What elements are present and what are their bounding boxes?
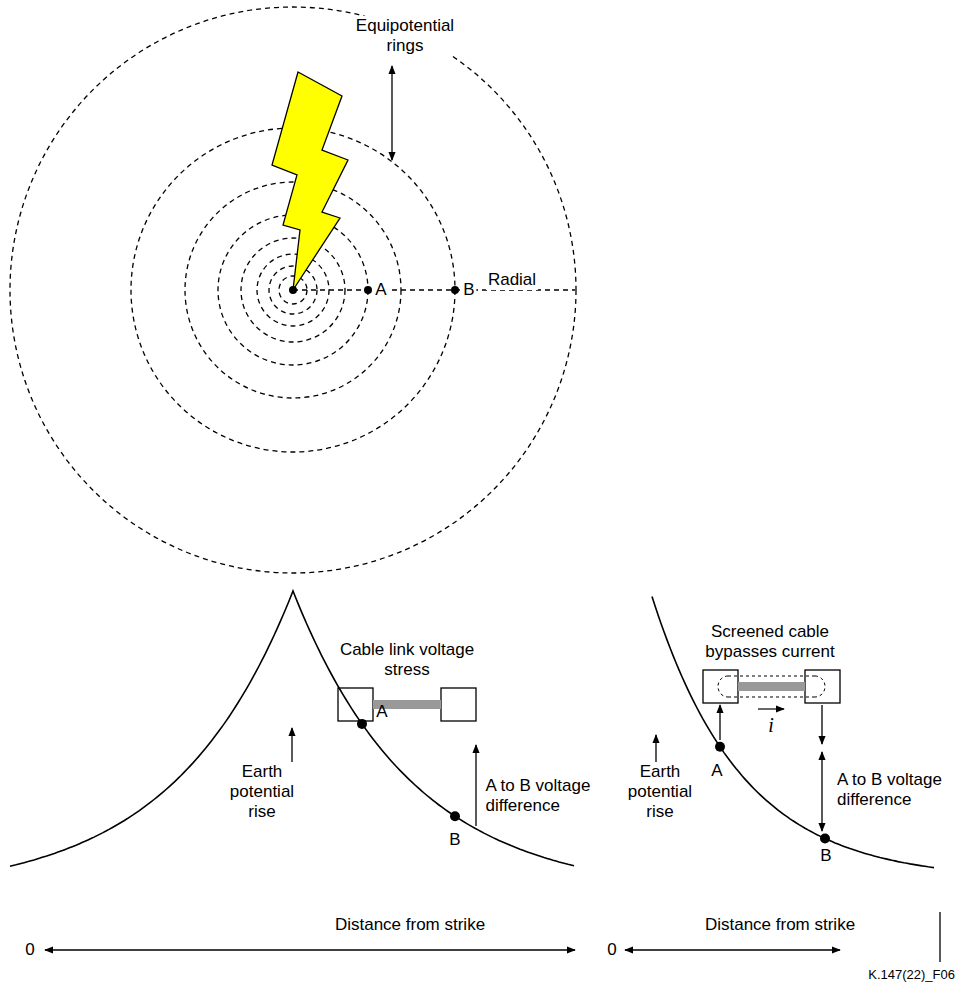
axis-origin: 0 [607, 940, 616, 960]
cable-label: Cable link voltage stress [332, 640, 482, 680]
distance-axis [625, 949, 840, 950]
potential-curve [652, 596, 934, 867]
ring-label: Equipotential rings [343, 16, 467, 56]
equipment-box [441, 688, 476, 721]
point-dot [357, 719, 367, 729]
equipment-box [703, 670, 738, 703]
point-label: A [373, 280, 388, 300]
point-label: A [376, 702, 387, 722]
lightning-bolt [272, 72, 348, 290]
rise-label: Earth potential rise [615, 762, 705, 822]
cable-screen [718, 676, 825, 697]
point-dot [820, 834, 830, 844]
rise-arrow [655, 735, 656, 762]
difference-label: A to B voltage difference [486, 776, 611, 816]
point-label: B [449, 830, 460, 850]
equipment-box [338, 688, 373, 721]
cable [738, 682, 805, 691]
axis-tick [939, 912, 940, 962]
point-dot [715, 742, 725, 752]
axis-label: Distance from strike [335, 915, 485, 935]
equipotential-rings [10, 7, 576, 573]
difference-arrow [475, 745, 476, 826]
point-label: B [461, 280, 476, 300]
rise-label: Earth potential rise [217, 762, 307, 822]
figure-id: K.147(22)_F06 [868, 965, 955, 983]
point-dot [364, 286, 372, 294]
radial-label: Radial [486, 270, 538, 290]
strike-point [289, 286, 297, 294]
point-label: A [711, 761, 722, 781]
point-dot [450, 811, 460, 821]
difference-arrow [821, 752, 822, 831]
distance-axis [45, 949, 575, 950]
ring-spacing-arrow [391, 66, 392, 160]
current-arrow [758, 708, 784, 709]
potential-curve [10, 591, 574, 866]
axis-origin: 0 [25, 940, 34, 960]
point-label: B [820, 846, 831, 866]
rise-arrow [291, 728, 292, 762]
screen-label: Screened cable bypasses current [680, 622, 860, 662]
difference-label: A to B voltage difference [837, 770, 957, 810]
current-symbol: i [768, 715, 774, 735]
axis-label: Distance from strike [705, 915, 855, 935]
earth-link-arrow [821, 705, 822, 744]
point-dot [451, 286, 459, 294]
earth-link-arrow [719, 705, 720, 740]
equipment-box [805, 670, 840, 703]
